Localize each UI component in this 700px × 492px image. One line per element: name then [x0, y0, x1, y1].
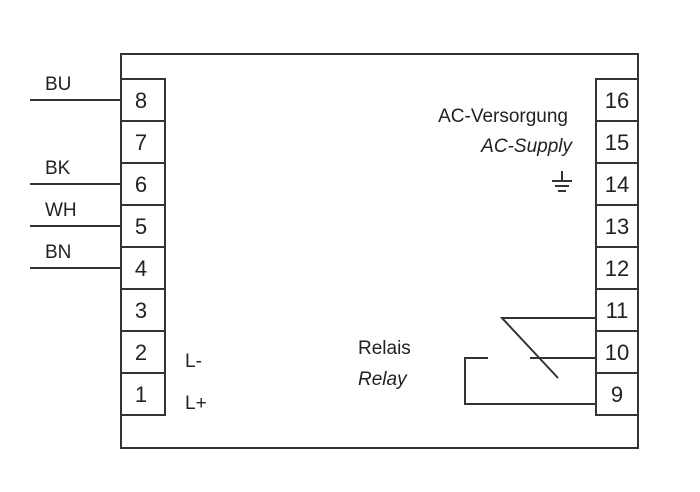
wire-label-bn: BN [45, 242, 71, 263]
relay-label-en: Relay [358, 369, 408, 390]
left-terminal-strip: 8 7 6 5 4 3 2 1 [120, 78, 166, 416]
terminal-8: 8 [135, 88, 147, 113]
relay-contact-symbol [464, 317, 596, 405]
supply-label-de: AC-Versorgung [438, 106, 568, 127]
terminal-16: 16 [605, 88, 629, 113]
terminal-5: 5 [135, 214, 147, 239]
terminal-1: 1 [135, 382, 147, 407]
terminal-12: 12 [605, 256, 629, 281]
terminal-11: 11 [606, 298, 629, 323]
terminal-4: 4 [135, 256, 147, 281]
right-terminal-strip: 16 15 14 13 12 11 10 9 [595, 78, 639, 416]
terminal-15: 15 [605, 130, 629, 155]
terminal-10: 10 [605, 340, 629, 365]
wire-label-bu: BU [45, 74, 71, 95]
terminal-3: 3 [135, 298, 147, 323]
wire-label-bk: BK [45, 158, 71, 179]
terminal-13: 13 [605, 214, 629, 239]
polarity-minus-label: L- [185, 351, 202, 372]
ground-icon [552, 171, 572, 192]
external-wires: BU BK WH BN [30, 74, 121, 269]
terminal-7: 7 [135, 130, 147, 155]
terminal-14: 14 [605, 172, 629, 197]
relay-label-de: Relais [358, 338, 411, 359]
terminal-9: 9 [611, 382, 623, 407]
terminal-6: 6 [135, 172, 147, 197]
wire-label-wh: WH [45, 200, 77, 221]
terminal-2: 2 [135, 340, 147, 365]
polarity-plus-label: L+ [185, 393, 207, 414]
supply-label-en: AC-Supply [480, 136, 573, 157]
